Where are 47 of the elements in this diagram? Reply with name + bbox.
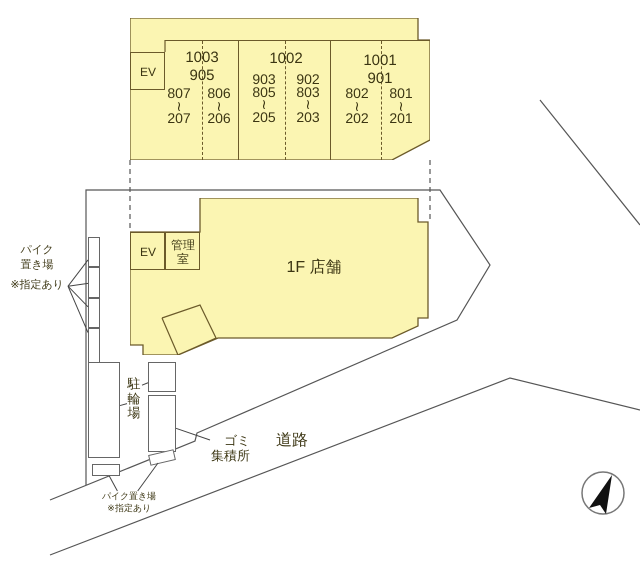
unit-number: 802 ≀ 202 xyxy=(344,87,370,124)
leader-line xyxy=(68,259,88,287)
bicycle-parking-area xyxy=(148,362,176,392)
road-label: 道路 xyxy=(276,431,308,451)
elevator-label: EV xyxy=(138,245,157,259)
elevator-label: EV xyxy=(138,65,157,79)
office-label: 管理室 xyxy=(170,238,196,266)
motorbike-slot xyxy=(88,328,100,365)
elevator-cell xyxy=(130,232,165,270)
upper-floor-plan xyxy=(130,18,430,160)
unit-number: 1001 xyxy=(362,53,398,68)
unit-number: 1003 xyxy=(184,50,220,65)
unit-number: 903 805 ≀ 205 xyxy=(251,73,277,123)
unit-block xyxy=(330,40,430,160)
office-room xyxy=(165,232,200,270)
motorbike-slot xyxy=(88,298,100,328)
motorbike-slot xyxy=(92,464,120,476)
ground-floor-plan xyxy=(130,198,430,355)
unit-number: 806 ≀ 206 xyxy=(206,87,232,124)
unit-number: 902 803 ≀ 203 xyxy=(295,73,321,123)
unit-block xyxy=(238,40,330,160)
leader-line xyxy=(68,286,88,334)
elevator-cell xyxy=(130,52,165,90)
garbage-collection-label: ゴミ集積所 xyxy=(211,433,250,463)
unit-block xyxy=(165,40,238,160)
leader-line xyxy=(68,282,88,287)
motorbike-slot xyxy=(88,237,100,267)
unit-number: 801 ≀ 201 xyxy=(388,87,414,124)
leader-line xyxy=(142,382,148,386)
note-label: ※指定あり xyxy=(9,278,65,292)
unit-number: 807 ≀ 207 xyxy=(166,87,192,124)
note-label: ※指定あり xyxy=(106,503,152,514)
leader-line xyxy=(108,476,118,492)
leader-line xyxy=(68,286,88,308)
leader-line xyxy=(120,403,128,406)
bike-parking-label: パイク置き場 xyxy=(20,243,54,273)
bicycle-parking-label: 駐輪場 xyxy=(128,377,140,420)
bike-parking-label: パイク置き場 xyxy=(101,491,157,502)
shop-label: 1F 店舗 xyxy=(285,259,343,277)
unit-number: 1002 xyxy=(268,51,304,66)
unit-number: 901 xyxy=(366,71,394,86)
garbage-area xyxy=(148,395,176,452)
leader-line xyxy=(137,462,158,492)
bicycle-parking-area xyxy=(88,362,120,458)
unit-number: 905 xyxy=(188,68,216,83)
motorbike-slot xyxy=(88,267,100,298)
leader-line xyxy=(176,428,210,440)
